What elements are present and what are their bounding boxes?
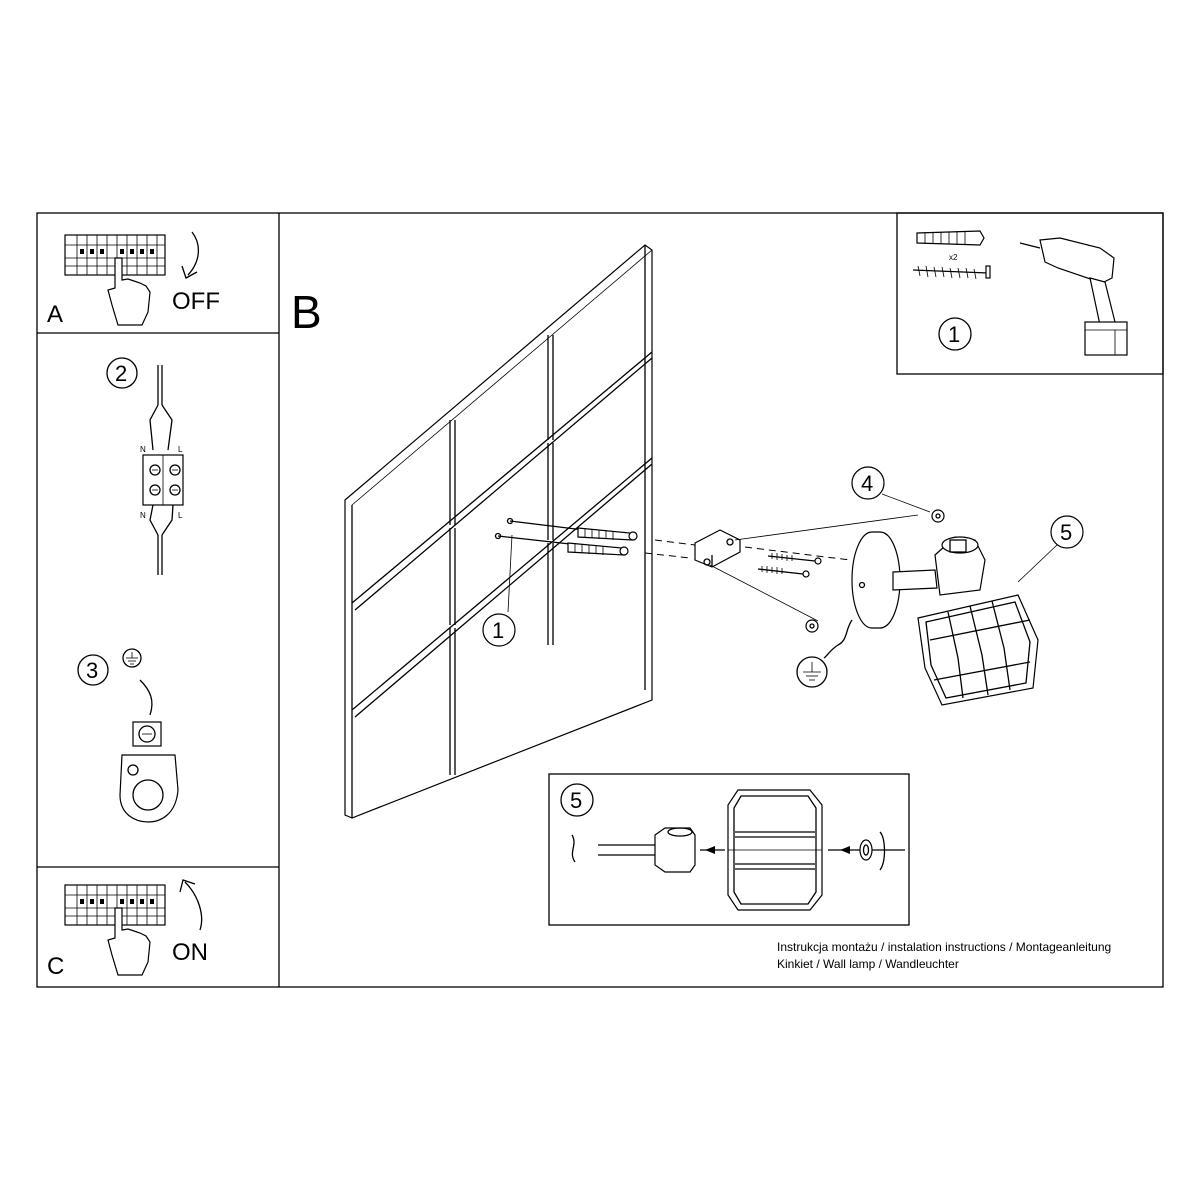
terminal-block-icon [142,454,184,506]
lamp-holder-icon [654,827,696,873]
screw-icon [767,553,822,565]
switch-off-label: OFF [172,288,220,315]
step-2-badge [106,357,138,389]
cable-wave [571,834,576,863]
rotate-arrow-icon [879,831,886,871]
step-5-badge [560,783,594,817]
panel-c: ON C [47,879,208,980]
wall-panel [344,244,653,819]
dowel-icon [916,230,985,246]
earth-wire [139,679,153,716]
panel-a-letter: A [47,301,63,328]
dowel-count: x2 [949,253,958,262]
panel-a: OFF A [47,231,220,328]
caption-line-1: Instrukcja montażu / instalation instruc… [777,940,1111,954]
callout-5-number: 5 [1060,520,1072,545]
step-3-badge [77,654,109,686]
n-top-label: N [140,445,146,454]
nut-bottom [805,619,819,633]
step-2-number: 2 [115,361,127,386]
earth-symbol-icon [122,648,142,668]
callout-1: 1 [482,534,516,647]
plate-earth-wire [823,619,853,659]
arrow-left-icon [840,846,850,854]
hand-icon [107,907,151,976]
switch-on-label: ON [172,939,208,966]
step-1-number: 1 [948,322,960,347]
wire-top [149,365,173,451]
earth-step: 3 [77,648,179,823]
cage-shade-icon [727,789,823,911]
l-bottom-label: L [178,511,183,520]
tools-box: x2 1 [896,212,1164,375]
step5-detail-box: 5 [548,773,910,926]
caption-line-2: Kinkiet / Wall lamp / Wandleuchter [777,957,959,971]
step-1-badge [938,317,972,351]
callout-4: 4 [851,466,931,513]
panel-c-letter: C [47,953,64,980]
earth-symbol-icon [796,656,828,688]
step-5-number: 5 [570,788,582,813]
arrow-down-icon [181,231,199,279]
drill-icon [1019,237,1128,356]
wire-bottom [149,504,174,575]
l-top-label: L [178,445,183,454]
callout-4-number: 4 [861,471,873,496]
wall-fixings [494,517,696,559]
step-3-number: 3 [86,658,98,683]
nut-top [931,509,945,523]
screw-icon [757,566,810,578]
n-bottom-label: N [140,511,146,520]
lamp-holder-icon [119,721,179,823]
panel-b-letter: B [291,286,322,338]
arrow-up-icon [179,879,203,931]
mounting-bracket [694,529,851,568]
hand-icon [107,257,151,326]
ring-nut-icon [859,839,873,861]
screw-icon [912,265,991,280]
callout-5: 5 [1017,515,1084,583]
outer-frame [36,212,1164,988]
arrow-left-icon [705,846,715,854]
callout-1-number: 1 [492,618,504,643]
wall-plate-icon [851,531,938,629]
wiring-step: 2 N L N L [106,357,184,575]
cage-shade-icon [917,536,1039,706]
